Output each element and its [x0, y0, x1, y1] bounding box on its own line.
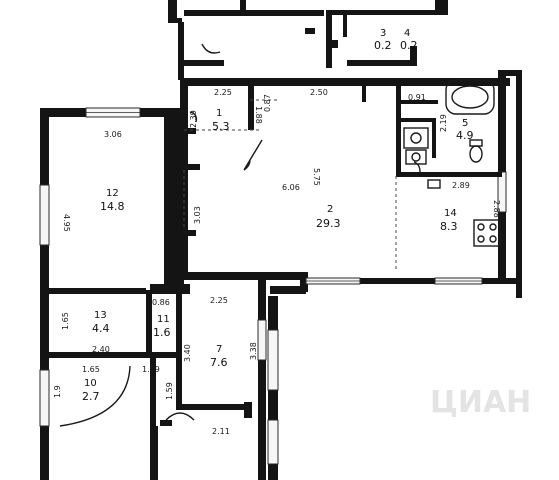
room-area: 0.2 — [374, 39, 392, 52]
dim-label: 4.95 — [62, 214, 71, 232]
dimension-labels: 3.06 4.95 2.25 2.50 1.88 0.87 2.39 6.06 … — [53, 88, 501, 436]
washbasin-icon — [403, 127, 429, 149]
dim-label: 1.65 — [61, 312, 70, 330]
dim-label: 2.39 — [189, 110, 198, 128]
room-area: 7.6 — [210, 356, 228, 369]
watermark: ЦИАН — [430, 385, 531, 420]
dim-label: 2.88 — [492, 200, 501, 218]
dim-label: 1.9 — [53, 385, 62, 398]
bathtub-icon — [445, 79, 495, 115]
door-swing-hall — [243, 139, 263, 171]
room-number: 4 — [404, 28, 410, 39]
dim-label: 3.38 — [249, 342, 258, 360]
dim-label: 1.59 — [142, 365, 160, 374]
room-area: 0.2 — [400, 39, 418, 52]
dim-label: 5.75 — [312, 168, 321, 186]
room-number: 3 — [380, 28, 386, 39]
windows — [39, 107, 507, 465]
dim-label: 1.88 — [254, 106, 263, 124]
door-swing-10 — [59, 365, 131, 427]
dim-label: 2.25 — [214, 88, 232, 97]
room-number: 14 — [444, 208, 457, 219]
stove-icon — [473, 219, 501, 247]
dim-label: 3.06 — [104, 130, 122, 139]
room-number: 7 — [216, 344, 222, 355]
fixtures — [59, 79, 501, 427]
dim-label: 0.86 — [152, 298, 170, 307]
room-labels: 1 5.3 2 29.3 3 0.2 4 0.2 5 4.9 7 7.6 10 … — [82, 28, 474, 403]
room-number: 12 — [106, 188, 119, 199]
room-area: 4.9 — [456, 129, 474, 142]
dim-label: 0.91 — [408, 93, 426, 102]
dim-label: 2.50 — [310, 88, 328, 97]
room-area: 5.3 — [212, 120, 230, 133]
dim-label: 6.06 — [282, 183, 300, 192]
dim-label: 2.25 — [210, 296, 228, 305]
room-area: 1.6 — [153, 326, 171, 339]
dim-label: 0.87 — [263, 94, 272, 112]
room-area: 14.8 — [100, 200, 125, 213]
dim-label: 2.11 — [212, 427, 230, 436]
room-area: 4.4 — [92, 322, 110, 335]
room-number: 11 — [157, 314, 170, 325]
room-number: 10 — [84, 378, 97, 389]
outer-walls — [40, 70, 522, 480]
door-swing-top — [201, 43, 221, 54]
room-number: 1 — [216, 108, 222, 119]
room-number: 2 — [327, 204, 333, 215]
dim-label: 2.40 — [92, 345, 110, 354]
room-area: 2.7 — [82, 390, 100, 403]
interior-partitions — [186, 84, 502, 236]
room-number: 13 — [94, 310, 107, 321]
dim-label: 1.65 — [82, 365, 100, 374]
top-block-walls — [168, 0, 448, 80]
dim-label: 1.59 — [165, 382, 174, 400]
room-number: 5 — [462, 118, 468, 129]
dim-label: 3.40 — [183, 344, 192, 362]
sink-icon — [427, 179, 441, 189]
room-area: 8.3 — [440, 220, 458, 233]
dim-label: 3.03 — [193, 206, 202, 224]
dim-label: 2.19 — [439, 114, 448, 132]
dim-label: 2.89 — [452, 181, 470, 190]
room-area: 29.3 — [316, 217, 341, 230]
toilet-icon — [469, 145, 483, 163]
